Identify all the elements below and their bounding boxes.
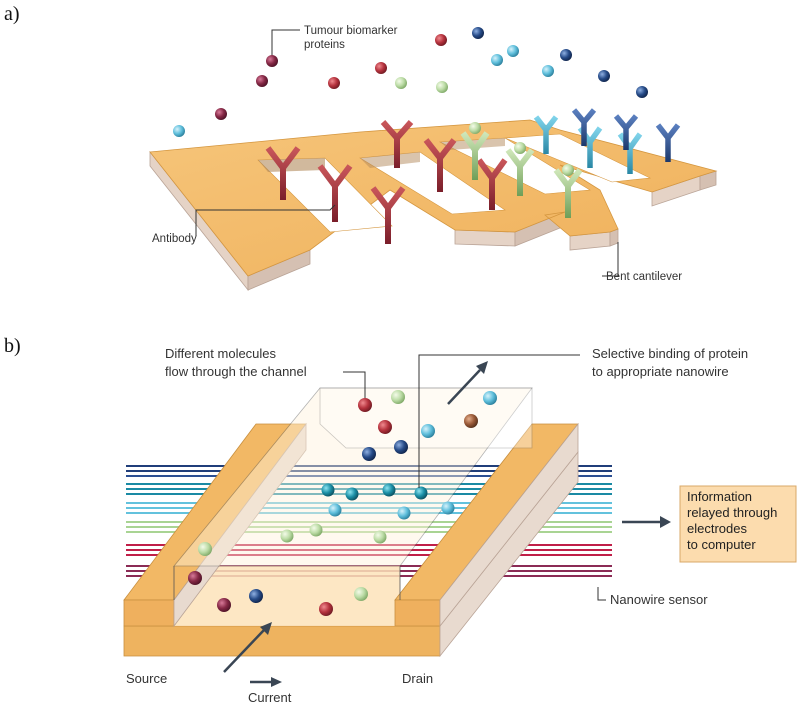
proteins-label-line1: Tumour biomarker xyxy=(304,25,398,37)
bound-proteins xyxy=(469,122,574,176)
antibody-icon xyxy=(571,108,681,162)
protein-icon xyxy=(217,598,231,612)
proteins-leader xyxy=(271,29,300,55)
panel-b-letter: b) xyxy=(4,335,21,357)
protein-icon xyxy=(345,487,359,501)
info-line1: Information xyxy=(687,489,752,504)
protein-icon xyxy=(249,589,263,603)
drain-label: Drain xyxy=(402,671,433,686)
molecules-leader xyxy=(343,371,366,398)
antibody-icon xyxy=(265,120,508,244)
protein-icon xyxy=(391,390,405,404)
protein-icon xyxy=(441,501,455,515)
protein-icon xyxy=(414,486,428,500)
antibody-icon xyxy=(460,131,583,218)
nanowire-device xyxy=(123,387,579,658)
protein-icon xyxy=(198,542,212,556)
binding-leader xyxy=(418,354,580,488)
protein-icon xyxy=(321,483,335,497)
protein-icon xyxy=(483,391,497,405)
protein-icon xyxy=(421,424,435,438)
protein-icon xyxy=(319,602,333,616)
protein-icon xyxy=(378,420,392,434)
protein-icon xyxy=(472,27,484,39)
protein-icon xyxy=(373,530,387,544)
antibody-label: Antibody xyxy=(152,233,197,245)
protein-icon xyxy=(395,77,407,89)
protein-icon xyxy=(328,77,340,89)
protein-icon xyxy=(256,75,268,87)
protein-icon xyxy=(397,506,411,520)
protein-icon xyxy=(215,108,227,120)
protein-icon xyxy=(328,503,342,517)
info-line4: to computer xyxy=(687,537,756,552)
binding-label-line1: Selective binding of protein xyxy=(592,346,748,361)
protein-icon xyxy=(464,414,478,428)
panel-a: a) xyxy=(4,3,718,292)
protein-icon xyxy=(266,55,278,67)
bent-cantilever-label: Bent cantilever xyxy=(606,271,682,283)
current-label: Current xyxy=(248,690,292,705)
protein-icon xyxy=(560,49,572,61)
protein-icon xyxy=(436,81,448,93)
info-box xyxy=(679,485,797,563)
protein-icon xyxy=(173,125,185,137)
protein-icon xyxy=(491,54,503,66)
molecules-label-line1: Different molecules xyxy=(165,346,277,361)
proteins-label-line2: proteins xyxy=(304,39,345,51)
source-label: Source xyxy=(126,671,167,686)
arrows xyxy=(223,361,671,687)
protein-icon xyxy=(358,398,372,412)
protein-icon xyxy=(375,62,387,74)
binding-label-line2: to appropriate nanowire xyxy=(592,364,729,379)
protein-icon xyxy=(382,483,396,497)
antibody-leader xyxy=(195,204,336,236)
antibodies xyxy=(265,108,681,244)
free-proteins xyxy=(173,27,648,137)
protein-icon xyxy=(354,587,368,601)
protein-icon xyxy=(394,440,408,454)
info-line2: relayed through xyxy=(687,505,777,520)
channel-molecules xyxy=(188,390,497,616)
molecules-label-line2: flow through the channel xyxy=(165,364,307,379)
nanowire-sensor-label: Nanowire sensor xyxy=(610,592,708,607)
protein-icon xyxy=(542,65,554,77)
cantilever-leader xyxy=(602,242,619,277)
protein-icon xyxy=(362,447,376,461)
protein-icon xyxy=(309,523,323,537)
protein-icon xyxy=(598,70,610,82)
panel-a-letter: a) xyxy=(4,3,20,25)
nanowire-sensor-leader xyxy=(597,587,606,601)
info-line3: electrodes xyxy=(687,521,747,536)
protein-icon xyxy=(507,45,519,57)
panel-b: b) xyxy=(4,335,797,705)
protein-icon xyxy=(636,86,648,98)
protein-icon xyxy=(280,529,294,543)
protein-icon xyxy=(188,571,202,585)
protein-icon xyxy=(435,34,447,46)
